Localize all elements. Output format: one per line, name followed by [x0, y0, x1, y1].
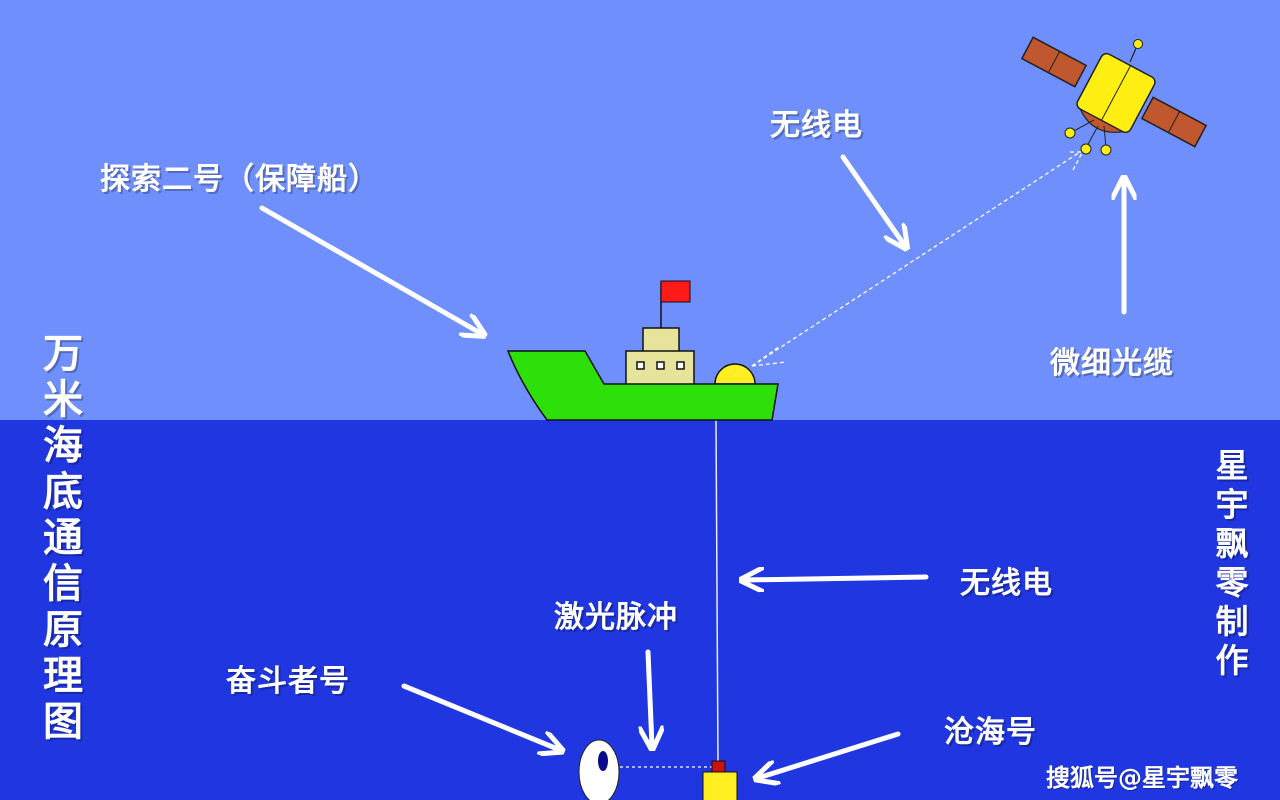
label-laser-pulse: 激光脉冲 — [554, 600, 678, 635]
label-micro-cable: 微细光缆 — [1050, 346, 1174, 381]
arrow-radio-top — [840, 154, 905, 246]
label-fendouzhe: 奋斗者号 — [226, 664, 350, 699]
lander-icon — [702, 760, 738, 800]
credit-text: 星宇飘零制作 — [1210, 448, 1249, 682]
radio-signal-line — [751, 151, 1083, 367]
arrow-radio-underwater — [744, 577, 929, 580]
arrow-laser-pulse — [648, 649, 652, 746]
diagram-title: 万米海底通信原理图 — [36, 332, 82, 746]
ship-icon — [506, 280, 779, 421]
micro-cable-line — [715, 419, 719, 765]
watermark: 搜狐号@星宇飘零 — [1046, 764, 1238, 792]
label-radio-top: 无线电 — [770, 108, 863, 143]
label-canghai: 沧海号 — [944, 715, 1037, 750]
satellite-icon — [1020, 36, 1208, 156]
submersible-icon — [578, 739, 620, 800]
arrow-canghai — [758, 731, 901, 778]
label-radio-underwater: 无线电 — [960, 566, 1053, 601]
arrow-fendouzhe — [401, 683, 560, 750]
arrow-support-ship — [259, 205, 482, 334]
label-support-ship: 探索二号（保障船） — [100, 162, 379, 197]
